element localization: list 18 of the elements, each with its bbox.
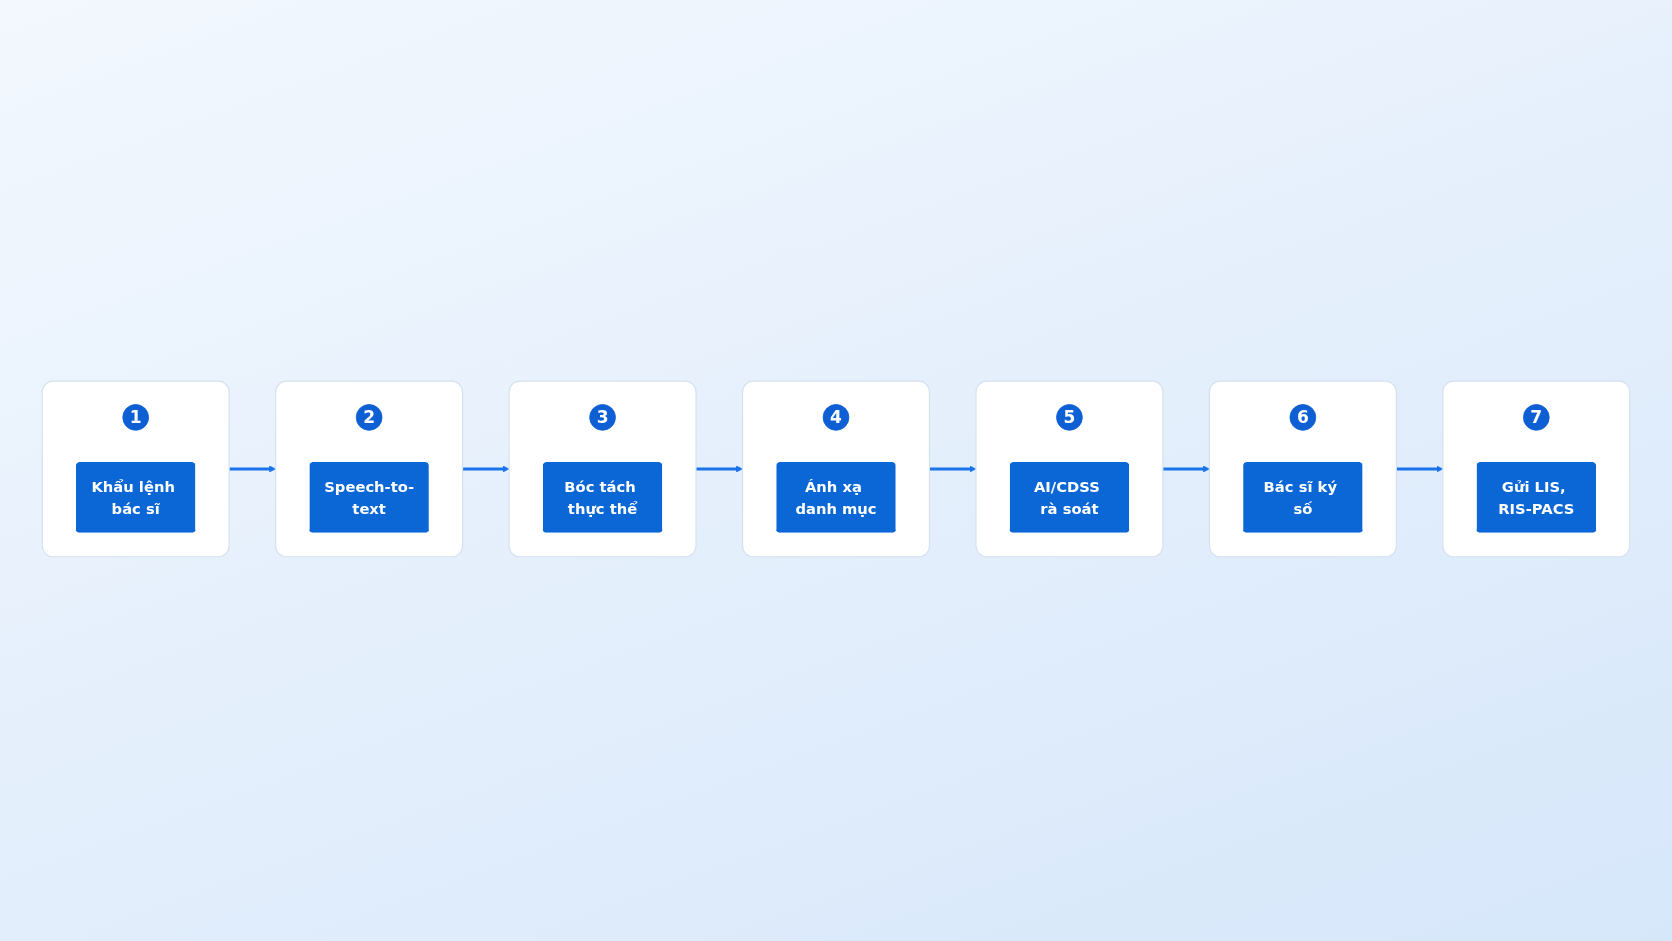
arrow: [696, 465, 743, 472]
node-circle: 1: [122, 403, 149, 431]
node-circle: 3: [589, 403, 616, 431]
cluster: [741, 380, 931, 557]
cluster: [41, 380, 230, 557]
arrow: [1162, 465, 1210, 472]
node-circle: 7: [1523, 403, 1550, 431]
node-circle: 4: [822, 403, 850, 431]
cluster: [275, 380, 464, 557]
node-circle: 2: [355, 403, 383, 431]
node-circle: 5: [1056, 403, 1083, 431]
arrow: [462, 465, 510, 472]
arrow: [229, 465, 276, 472]
cluster: [508, 380, 697, 557]
cluster: [1208, 380, 1397, 557]
cluster: [975, 380, 1164, 557]
cluster: [1442, 380, 1631, 557]
node-circle: 6: [1289, 403, 1317, 431]
